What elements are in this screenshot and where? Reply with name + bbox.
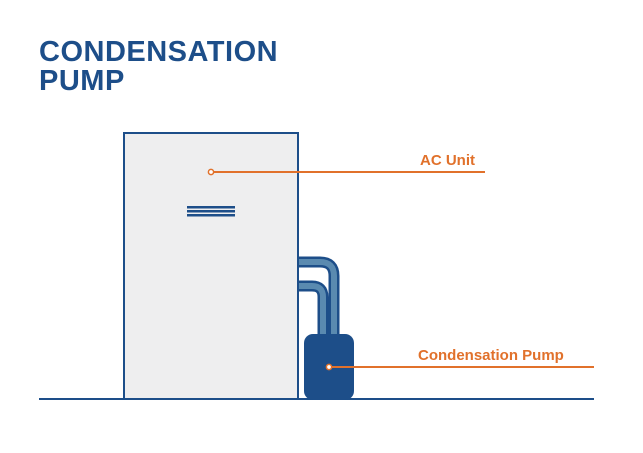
- condensation-pump-label: Condensation Pump: [418, 347, 564, 364]
- ac-unit-marker-icon: [207, 168, 215, 176]
- drain-pipe-inner: [298, 280, 329, 340]
- ac-unit-label: AC Unit: [420, 152, 475, 169]
- diagram-title: CONDENSATION PUMP: [39, 38, 278, 96]
- pump-marker-icon: [325, 363, 333, 371]
- ac-unit-cabinet: [123, 132, 299, 400]
- pump-callout: [325, 363, 594, 371]
- vent-icon: [187, 206, 235, 217]
- title-line-1: CONDENSATION: [39, 36, 279, 68]
- title-line-2: PUMP: [39, 65, 125, 97]
- drain-pipe-outer: [298, 256, 340, 340]
- ac-unit-callout: [207, 168, 485, 176]
